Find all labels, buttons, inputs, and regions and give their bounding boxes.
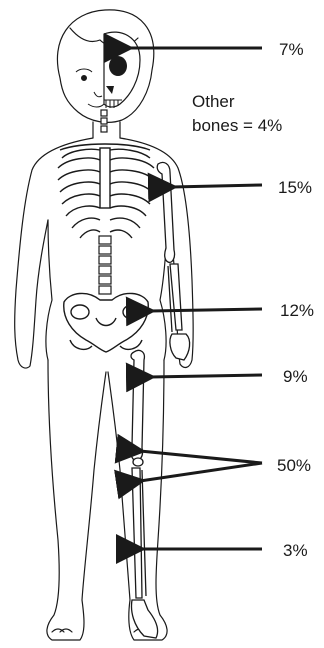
cervical-spine (101, 110, 107, 132)
arm-arrow (172, 185, 262, 187)
leg-arrow-upper (140, 451, 262, 463)
other-bones-line2: bones = 4% (192, 114, 312, 138)
face-features (76, 69, 104, 107)
leg-arrow-lower (140, 463, 262, 481)
skull-bone (104, 32, 140, 108)
leg-percentage-label: 50% (277, 455, 311, 477)
lumbar-spine (99, 236, 111, 294)
leg-bones (131, 350, 158, 638)
pelvis-percentage-label: 12% (280, 300, 314, 322)
thigh-percentage-label: 9% (283, 366, 308, 388)
pelvis-arrow (150, 309, 262, 311)
skull-percentage-label: 7% (279, 39, 304, 61)
pelvis-bone (64, 293, 149, 352)
arm-percentage-label: 15% (278, 177, 312, 199)
rib-cage (58, 144, 154, 238)
thigh-arrow (150, 375, 262, 377)
other-bones-label: Other bones = 4% (192, 90, 312, 138)
lower-leg-percentage-label: 3% (283, 540, 308, 562)
other-bones-line1: Other (192, 90, 312, 114)
